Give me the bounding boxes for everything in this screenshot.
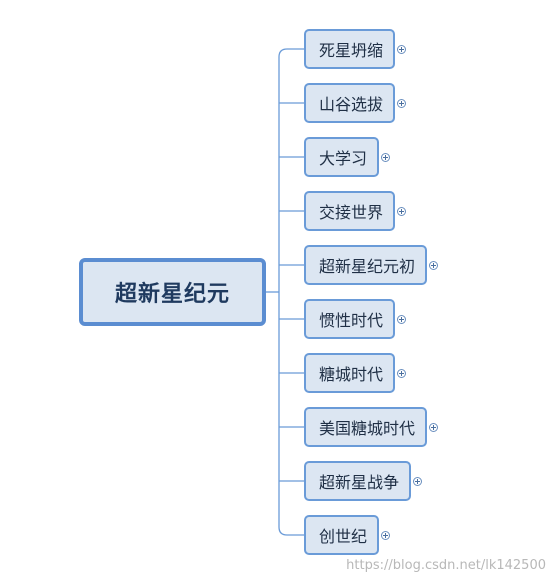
expand-plus-icon[interactable]	[397, 207, 406, 216]
expand-plus-icon[interactable]	[397, 45, 406, 54]
topic-node[interactable]: 超新星纪元初	[304, 245, 427, 285]
topic-node[interactable]: 山谷选拔	[304, 83, 395, 123]
expand-plus-icon[interactable]	[413, 477, 422, 486]
expand-plus-icon[interactable]	[397, 369, 406, 378]
topic-node[interactable]: 交接世界	[304, 191, 395, 231]
topic-node[interactable]: 创世纪	[304, 515, 379, 555]
expand-plus-icon[interactable]	[397, 315, 406, 324]
central-topic[interactable]: 超新星纪元	[79, 258, 266, 326]
topic-node[interactable]: 惯性时代	[304, 299, 395, 339]
topic-node[interactable]: 美国糖城时代	[304, 407, 427, 447]
connector-trunk	[278, 48, 304, 536]
topic-node[interactable]: 糖城时代	[304, 353, 395, 393]
topic-node[interactable]: 大学习	[304, 137, 379, 177]
topic-node[interactable]: 死星坍缩	[304, 29, 395, 69]
expand-plus-icon[interactable]	[381, 153, 390, 162]
expand-plus-icon[interactable]	[397, 99, 406, 108]
expand-plus-icon[interactable]	[429, 261, 438, 270]
expand-plus-icon[interactable]	[381, 531, 390, 540]
expand-plus-icon[interactable]	[429, 423, 438, 432]
topic-node[interactable]: 超新星战争	[304, 461, 411, 501]
watermark-text: https://blog.csdn.net/lk142500	[346, 558, 546, 573]
